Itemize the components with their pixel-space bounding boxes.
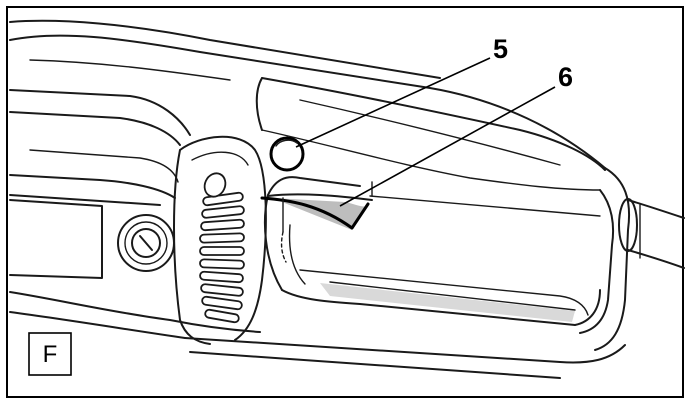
ventilation-slots	[199, 191, 245, 324]
figure-label: F	[43, 341, 58, 368]
callout-number-6: 6	[558, 62, 573, 92]
front-guard	[173, 135, 267, 345]
trigger-switch	[260, 193, 373, 263]
leader-line-6	[339, 86, 556, 207]
indicator-oval	[203, 172, 227, 198]
tool-housing	[9, 19, 685, 379]
lock-off-button	[269, 136, 305, 172]
label-plate	[9, 199, 103, 279]
carbon-brush-cap	[117, 214, 175, 272]
figure-label-box: F	[28, 332, 72, 376]
figure-frame	[6, 6, 684, 398]
leader-line-5	[295, 57, 491, 148]
callout-number-5: 5	[493, 34, 508, 64]
